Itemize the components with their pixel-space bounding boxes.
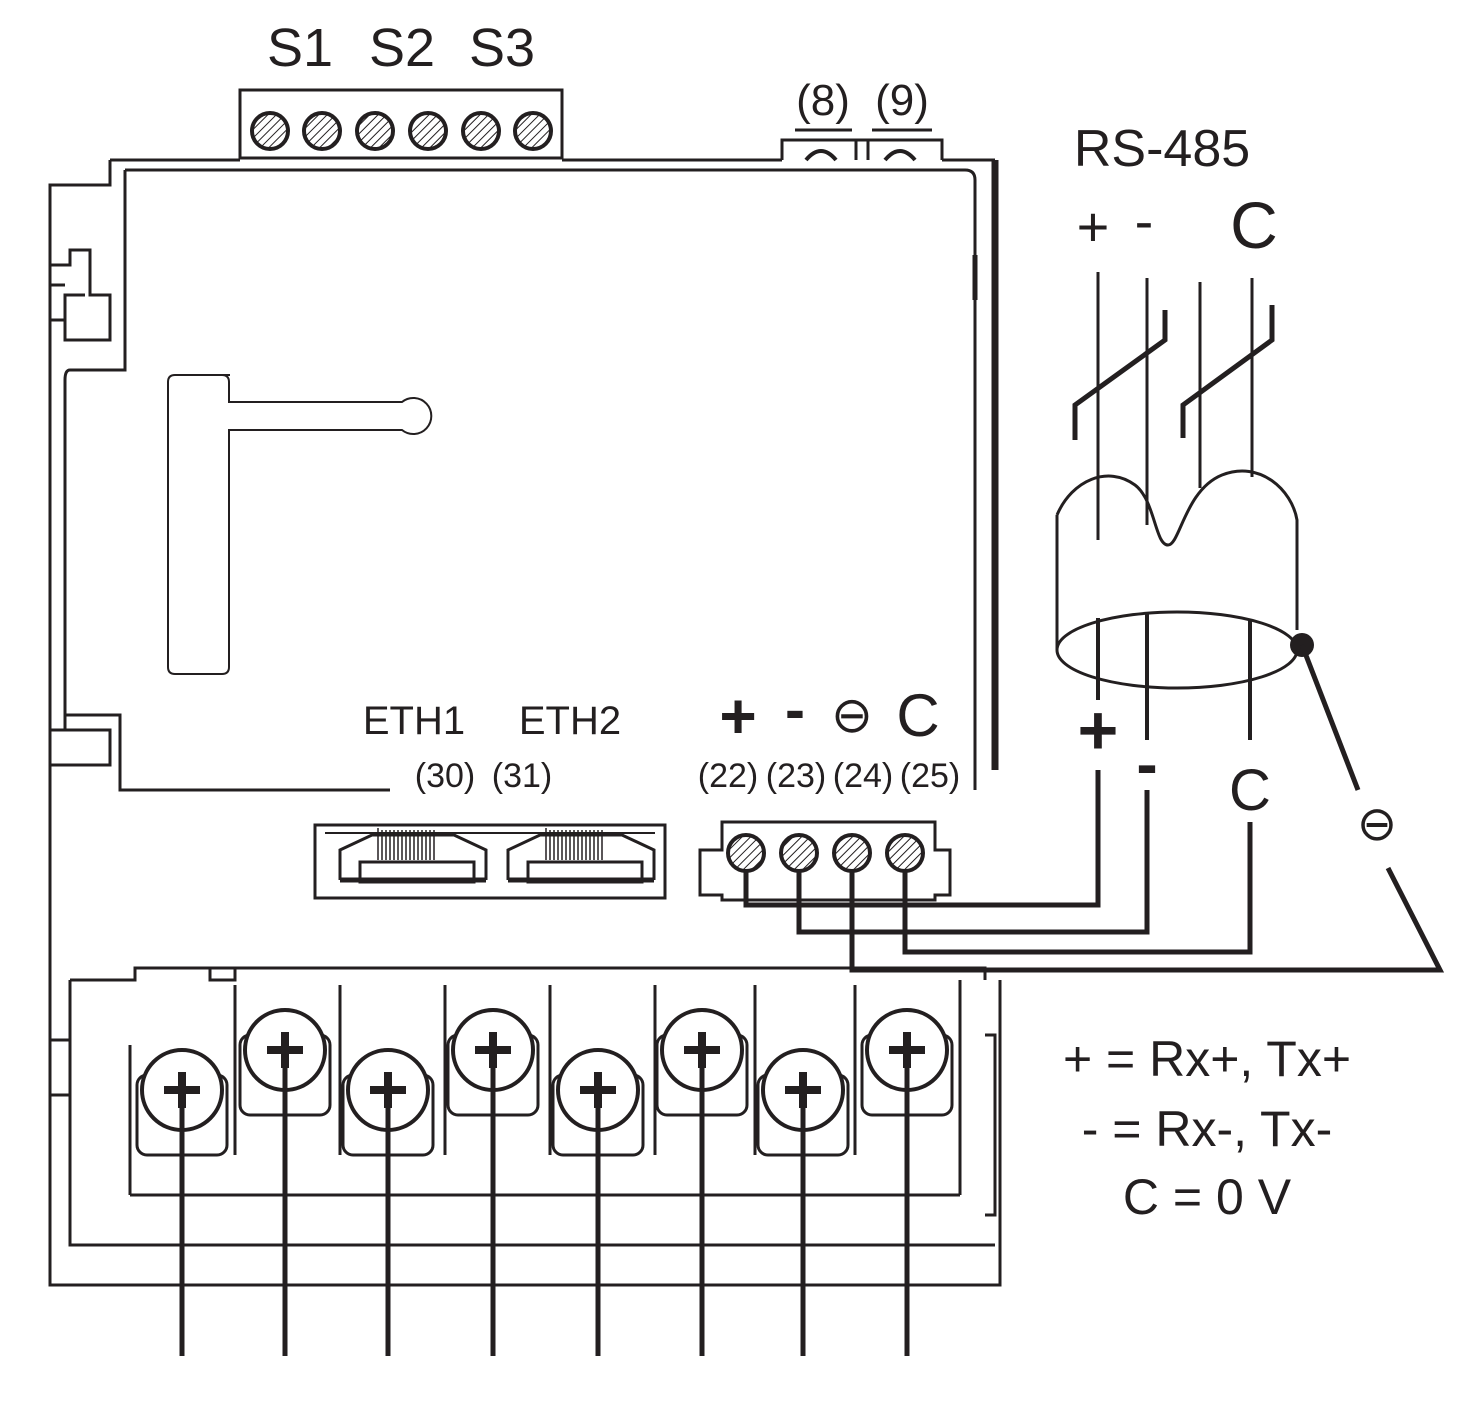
cable-top-minus: -	[1135, 189, 1154, 252]
label-terminal-25: (25)	[900, 757, 960, 795]
screw-s1a	[250, 111, 290, 151]
label-terminal-22: (22)	[698, 757, 758, 795]
device-housing	[48, 158, 1002, 1287]
label-common-terminal: C	[896, 682, 939, 749]
cable-shield-symbol: ⊖	[1357, 798, 1397, 851]
label-eth2: ETH2	[519, 699, 621, 743]
screw-s2b	[408, 111, 448, 151]
label-s1: S1	[267, 18, 333, 78]
screw-s2a	[355, 111, 395, 151]
power-screw-5	[551, 1048, 645, 1157]
power-terminal-block	[50, 966, 997, 1247]
ethernet-ports	[313, 823, 667, 900]
top-screws	[250, 111, 553, 151]
eth2-port	[506, 828, 656, 884]
top-terminal-block	[238, 88, 564, 160]
legend-line-3: C = 0 V	[1123, 1169, 1292, 1225]
cable-bottom-plus: +	[1078, 691, 1119, 769]
wire-minus	[796, 790, 1150, 935]
wire-plus	[743, 770, 1101, 908]
screw-22	[726, 833, 766, 873]
label-terminal-9: (9)	[875, 76, 929, 125]
cable-top-plus: +	[1077, 195, 1110, 258]
cable-bottom-c: C	[1229, 758, 1271, 823]
cable-bottom-minus: -	[1136, 728, 1157, 800]
label-terminal-23: (23)	[766, 757, 826, 795]
cable-top-c: C	[1230, 188, 1278, 262]
rs485-terminal-block	[698, 820, 952, 902]
screw-s1b	[302, 111, 342, 151]
wire-shield	[849, 866, 1445, 973]
label-eth1-number: (30)	[415, 757, 475, 795]
power-wires	[179, 1060, 910, 1356]
label-eth2-number: (31)	[492, 757, 552, 795]
label-shield-terminal: ⊖	[831, 687, 873, 743]
eth1-port	[338, 828, 488, 884]
front-window	[167, 374, 433, 675]
label-terminal-8: (8)	[796, 76, 850, 125]
wire-common	[902, 822, 1253, 955]
screw-s3b	[513, 111, 553, 151]
power-screws	[135, 1008, 954, 1157]
label-s3: S3	[469, 18, 535, 78]
label-eth1: ETH1	[363, 699, 465, 743]
screw-25	[885, 833, 925, 873]
aux-terminal-block	[780, 128, 944, 162]
label-minus-terminal: -	[785, 676, 805, 743]
legend-line-1: + = Rx+, Tx+	[1063, 1031, 1351, 1087]
rs485-wires	[743, 770, 1445, 973]
cable-title: RS-485	[1074, 120, 1250, 178]
label-terminal-24: (24)	[833, 757, 893, 795]
label-s2: S2	[369, 18, 435, 78]
label-plus-terminal: +	[719, 680, 756, 752]
screw-23	[779, 833, 819, 873]
screw-s3a	[461, 111, 501, 151]
legend-line-2: - = Rx-, Tx-	[1082, 1101, 1332, 1157]
shielded-cable	[1055, 272, 1361, 791]
screw-24	[832, 833, 872, 873]
